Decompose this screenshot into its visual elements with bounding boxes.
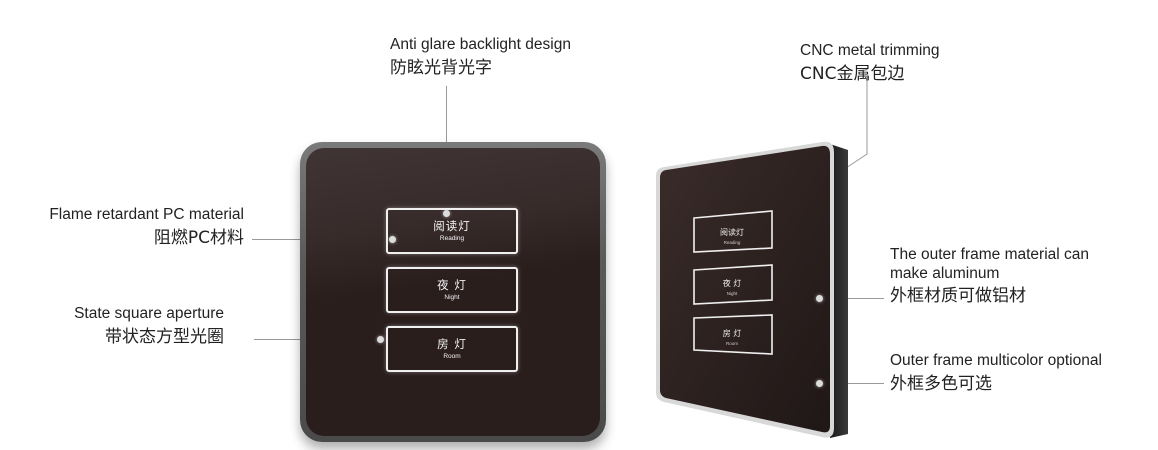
front-button-night-zh: 夜 灯 — [437, 278, 467, 292]
callout-outer-material: The outer frame material can make alumin… — [890, 246, 1089, 307]
front-button-reading[interactable]: 阅读灯 Reading — [386, 208, 518, 254]
front-button-night-en: Night — [444, 294, 460, 301]
side-button-night-zh[interactable]: 夜 灯 — [723, 278, 742, 288]
callout-backlight-en: Anti glare backlight design — [390, 36, 571, 53]
callout-flame-en: Flame retardant PC material — [49, 206, 244, 223]
leader-line-outer-material — [824, 298, 884, 299]
side-button-reading-zh[interactable]: 阅读灯 — [720, 227, 744, 237]
callout-outer-material-en1: The outer frame material can — [890, 246, 1090, 263]
callout-outer-material-zh: 外框材质可做铝材 — [890, 286, 1026, 307]
front-button-reading-zh: 阅读灯 — [433, 219, 471, 233]
callout-backlight-zh: 防眩光背光字 — [390, 57, 492, 78]
front-button-room[interactable]: 房 灯 Room — [386, 326, 518, 372]
indicator-dot-outer-material — [816, 295, 823, 302]
glass-shine — [306, 148, 600, 436]
callout-flame-zh: 阻燃PC材料 — [153, 227, 244, 248]
side-button-room-en: Room — [726, 341, 738, 346]
front-button-room-zh: 房 灯 — [437, 337, 467, 351]
side-panel-drawing: 阅读灯 Reading 夜 灯 Night 房 灯 Room — [656, 141, 848, 438]
side-button-room-zh[interactable]: 房 灯 — [723, 328, 742, 338]
callout-backlight: Anti glare backlight design 防眩光背光字 — [390, 36, 571, 78]
front-panel-glass: 阅读灯 Reading 夜 灯 Night 房 灯 Room — [306, 148, 600, 436]
callout-flame: Flame retardant PC material 阻燃PC材料 — [0, 206, 244, 248]
callout-cnc: CNC metal trimming CNC金属包边 — [800, 42, 940, 84]
indicator-dot-multicolor — [816, 380, 823, 387]
callout-aperture-zh: 带状态方型光圈 — [105, 326, 224, 347]
front-switch-panel: 阅读灯 Reading 夜 灯 Night 房 灯 Room — [300, 142, 606, 442]
front-button-room-en: Room — [443, 353, 461, 360]
callout-outer-material-en2: make aluminum — [890, 264, 1000, 282]
callout-aperture-en: State square aperture — [74, 305, 224, 322]
leader-line-multicolor — [824, 383, 884, 384]
front-button-reading-en: Reading — [439, 235, 465, 242]
callout-multicolor-en: Outer frame multicolor optional — [890, 352, 1102, 369]
indicator-dot-flame — [389, 236, 396, 243]
callout-cnc-en: CNC metal trimming — [800, 42, 940, 59]
callout-multicolor-zh: 外框多色可选 — [890, 373, 992, 394]
indicator-dot-aperture — [377, 336, 384, 343]
indicator-dot-backlight — [443, 210, 450, 217]
front-button-night[interactable]: 夜 灯 Night — [386, 267, 518, 313]
side-button-reading-en: Reading — [724, 240, 741, 245]
callout-cnc-zh: CNC金属包边 — [800, 63, 905, 84]
callout-aperture: State square aperture 带状态方型光圈 — [0, 305, 224, 347]
callout-multicolor: Outer frame multicolor optional 外框多色可选 — [890, 352, 1102, 394]
side-switch-panel: 阅读灯 Reading 夜 灯 Night 房 灯 Room — [652, 138, 852, 440]
side-button-night-en: Night — [727, 291, 738, 296]
